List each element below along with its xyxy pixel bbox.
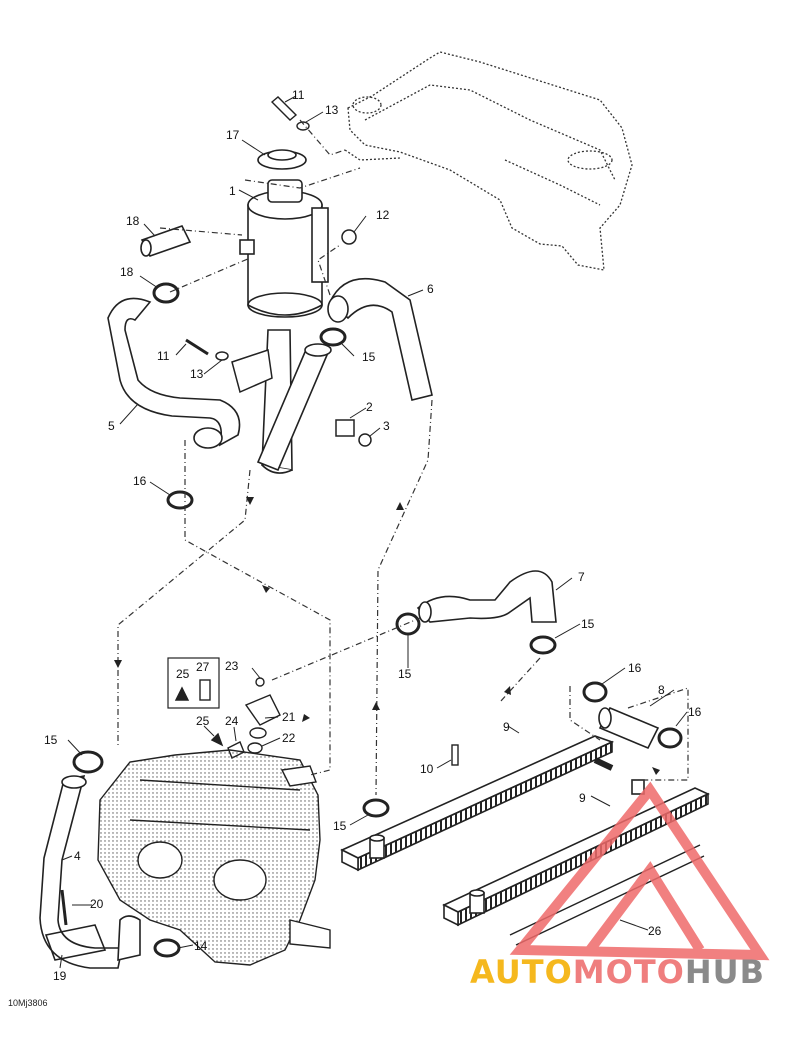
label-15-mid: 15 <box>398 667 412 681</box>
label-11-top: 11 <box>292 88 305 102</box>
label-16-far: 16 <box>688 705 702 719</box>
hose-8 <box>598 706 660 750</box>
label-16-left: 16 <box>133 474 147 488</box>
label-15-upper: 15 <box>362 350 376 364</box>
part-10 <box>451 744 459 766</box>
label-11-mid: 11 <box>157 349 170 363</box>
label-5: 5 <box>108 419 115 433</box>
reference-code: 10Mj3806 <box>8 998 48 1008</box>
bolt-and-washer-top <box>270 96 310 131</box>
label-18-clamp: 18 <box>120 265 134 279</box>
clamp-18 <box>152 282 180 304</box>
watermark-logo-icon <box>509 781 770 961</box>
flow-lines <box>117 119 689 796</box>
label-18-hose: 18 <box>126 214 140 228</box>
label-1: 1 <box>229 184 236 198</box>
hose-18 <box>140 225 192 257</box>
radiator-cap <box>257 149 307 170</box>
reservoir-tank <box>344 51 633 271</box>
label-3: 3 <box>383 419 390 433</box>
hose-7 <box>416 570 557 623</box>
leader-lines <box>59 95 688 969</box>
watermark-text: AUTOMOTOHUB <box>470 953 765 991</box>
nut-12 <box>341 229 357 245</box>
engine-block <box>97 749 331 966</box>
label-21: 21 <box>282 710 296 724</box>
label-13-mid: 13 <box>190 367 204 381</box>
flow-arrows <box>114 497 660 775</box>
hose-4 <box>39 774 141 969</box>
label-15-bottom: 15 <box>333 819 347 833</box>
radiator-lower <box>442 779 710 927</box>
label-9-upper: 9 <box>503 720 510 734</box>
label-15-engine: 15 <box>44 733 58 747</box>
label-13-top: 13 <box>325 103 339 117</box>
label-25: 25 <box>196 714 210 728</box>
label-26: 26 <box>648 924 662 938</box>
label-8: 8 <box>658 683 665 697</box>
label-20: 20 <box>90 897 104 911</box>
watermark-part-moto: MOTO <box>572 953 685 991</box>
label-6: 6 <box>427 282 434 296</box>
label-23: 23 <box>225 659 239 673</box>
hose-5 <box>107 297 241 449</box>
label-4: 4 <box>74 849 81 863</box>
label-27: 27 <box>196 660 210 674</box>
label-19: 19 <box>53 969 67 983</box>
label-17: 17 <box>226 128 240 142</box>
label-10: 10 <box>420 762 434 776</box>
label-9-lower: 9 <box>579 791 586 805</box>
radiator-upper <box>340 735 615 872</box>
label-12: 12 <box>376 208 390 222</box>
watermark-part-auto: AUTO <box>470 953 573 991</box>
label-15-right: 15 <box>581 617 595 631</box>
label-24: 24 <box>225 714 239 728</box>
label-2: 2 <box>366 400 373 414</box>
label-16-right: 16 <box>628 661 642 675</box>
label-14: 14 <box>194 939 208 953</box>
hose-6 <box>327 278 433 401</box>
label-22: 22 <box>282 731 296 745</box>
pipe-tube <box>256 343 332 472</box>
label-25-box: 25 <box>176 667 190 681</box>
label-7: 7 <box>578 570 585 584</box>
watermark-part-hub: HUB <box>684 953 766 991</box>
